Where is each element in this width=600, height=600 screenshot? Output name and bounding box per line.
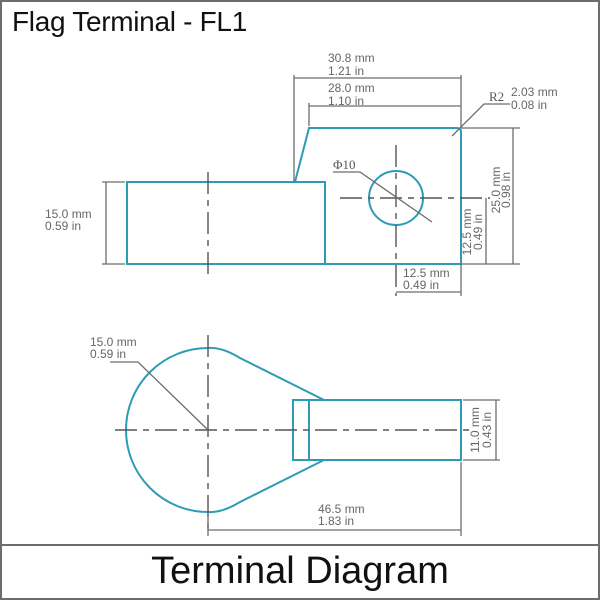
hole-center-height-in: 0.49 in (471, 214, 485, 250)
corner-radius-mm: 2.03 mm (511, 85, 558, 99)
flag-length-mm: 28.0 mm (328, 81, 375, 95)
barrel-radius-in: 0.59 in (90, 347, 126, 361)
corner-radius-in: 0.08 in (511, 98, 547, 112)
hole-diameter-label: Φ10 (333, 157, 356, 172)
flag-outline (294, 127, 462, 265)
barrel-outline (126, 181, 326, 265)
footer-caption: Terminal Diagram (151, 550, 449, 592)
flag-height-mm: 25.0 mm (489, 167, 503, 214)
hole-center-height-mm: 12.5 mm (460, 209, 474, 256)
total-length-mm: 46.5 mm (318, 502, 365, 516)
tab-height-in: 0.43 in (480, 412, 494, 448)
terminal-drawing: 30.8 mm 1.21 in 28.0 mm 1.10 in R2 2.03 … (45, 51, 558, 536)
overall-length-in: 1.21 in (328, 64, 364, 78)
overall-length-mm: 30.8 mm (328, 51, 375, 65)
tab-height-mm: 11.0 mm (468, 407, 482, 453)
hole-center-offset-in: 0.49 in (403, 278, 439, 292)
corner-radius-label: R2 (489, 89, 504, 104)
barrel-width-mm: 15.0 mm (45, 207, 92, 221)
hole-center-offset-mm: 12.5 mm (403, 266, 450, 280)
flag-height-in: 0.98 in (499, 172, 513, 208)
total-length-in: 1.83 in (318, 514, 354, 528)
flag-length-in: 1.10 in (328, 94, 364, 108)
barrel-radius-mm: 15.0 mm (90, 335, 137, 349)
barrel-width-in: 0.59 in (45, 219, 81, 233)
footer-divider (0, 544, 600, 546)
top-view: 30.8 mm 1.21 in 28.0 mm 1.10 in R2 2.03 … (45, 51, 558, 296)
side-view: 15.0 mm 0.59 in 11.0 mm 0.43 in 46.5 mm … (90, 335, 500, 536)
diagram-title: Flag Terminal - FL1 (12, 6, 247, 37)
